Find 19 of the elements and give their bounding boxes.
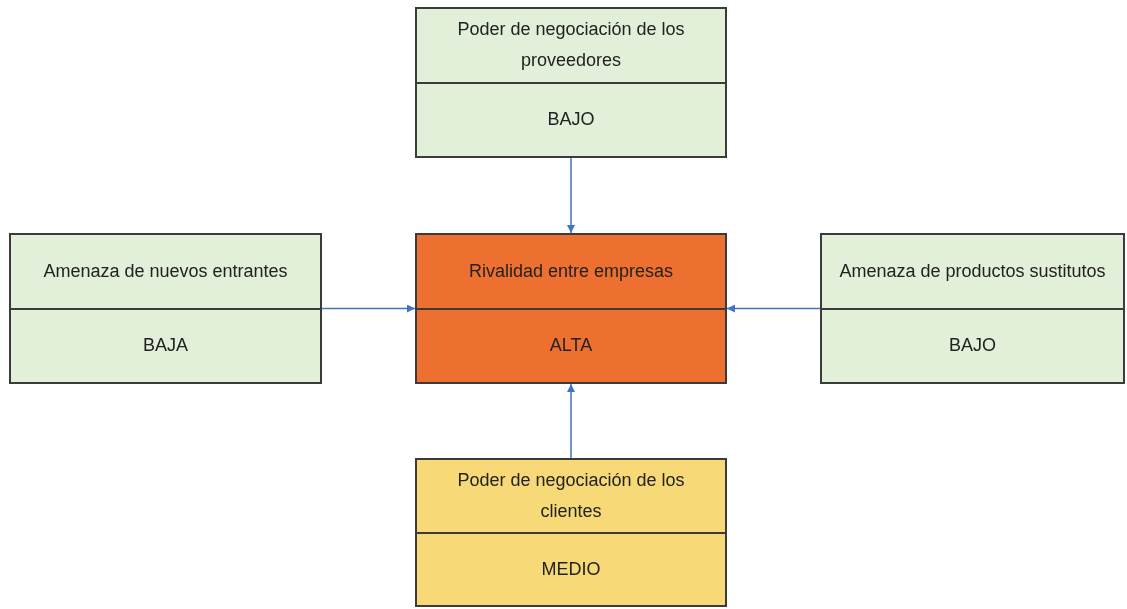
value-text: BAJO (949, 334, 996, 358)
value-text: MEDIO (541, 557, 601, 581)
factor-box (820, 233, 1125, 384)
heading-text: Poder de negociación de los clientes (456, 468, 686, 523)
heading-text: Amenaza de productos sustitutos (839, 259, 1106, 283)
arrow (726, 304, 821, 313)
heading-text: Rivalidad entre empresas (468, 259, 674, 283)
factor-box (415, 7, 727, 158)
arrow (567, 383, 575, 459)
heading-text: Amenaza de nuevos entrantes (43, 259, 288, 283)
value-text: BAJO (547, 108, 595, 132)
value-text: ALTA (549, 334, 593, 358)
factor-box (9, 233, 322, 384)
arrow (567, 157, 575, 234)
heading-text: Poder de negociación de los proveedores (456, 18, 686, 73)
factor-box (415, 458, 727, 607)
factor-box (415, 233, 727, 384)
value-text: BAJA (143, 334, 188, 358)
arrow (321, 304, 416, 313)
